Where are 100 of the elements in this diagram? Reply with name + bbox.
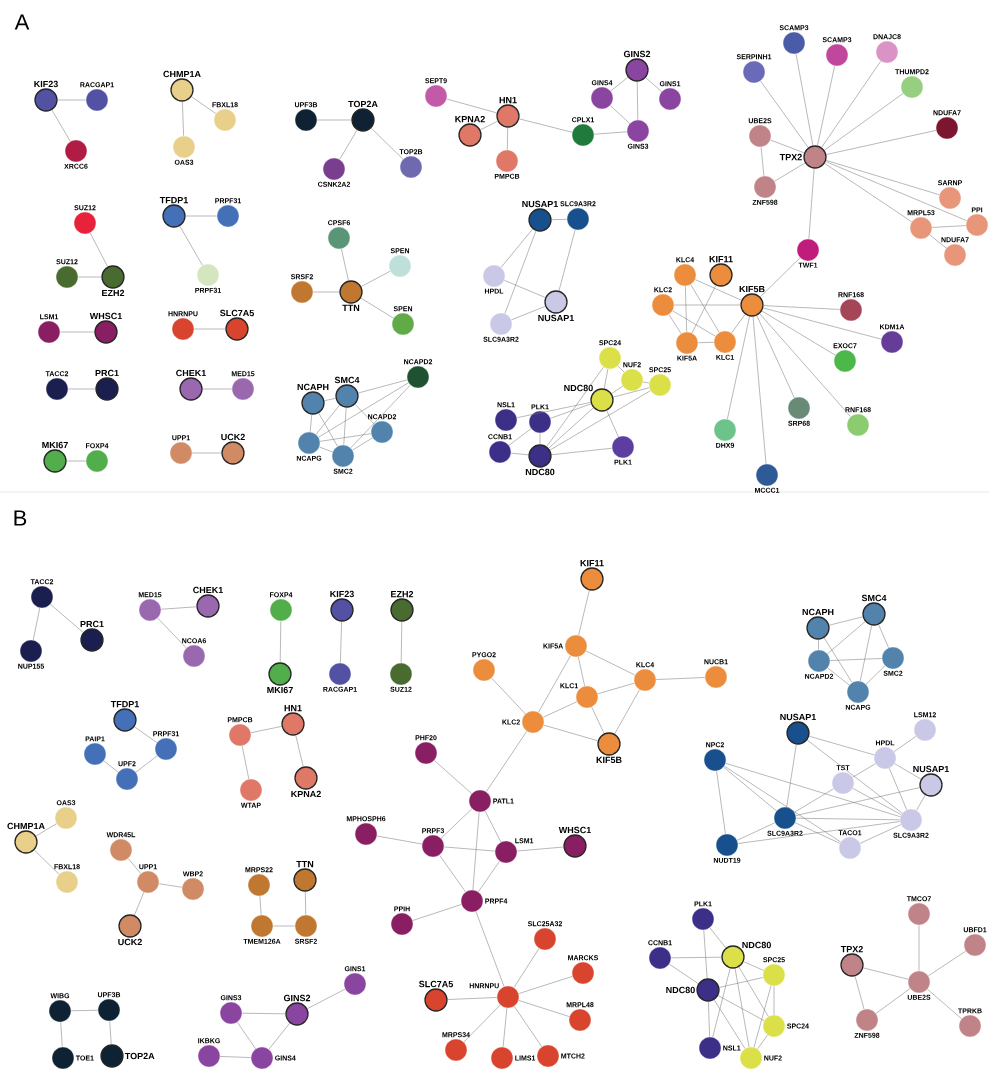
gene-label: SMC4 bbox=[334, 376, 360, 384]
network-edge bbox=[70, 1010, 99, 1012]
network-edge bbox=[371, 127, 404, 160]
gene-label: TOP2A bbox=[124, 1052, 155, 1060]
network-edge bbox=[795, 817, 901, 821]
network-edge bbox=[852, 763, 876, 778]
network-edge bbox=[508, 428, 532, 446]
network-edge bbox=[89, 232, 108, 267]
network-edge bbox=[312, 291, 340, 293]
network-edge bbox=[827, 621, 866, 654]
network-edge bbox=[484, 810, 502, 843]
network-edge bbox=[825, 160, 940, 195]
network-edge bbox=[193, 328, 226, 330]
gene-label: PRC1 bbox=[95, 369, 119, 377]
network-edge bbox=[808, 736, 875, 756]
network-edge bbox=[259, 895, 262, 916]
network-edge bbox=[770, 139, 805, 154]
network-edge bbox=[821, 61, 881, 148]
gene-label: TOP2A bbox=[348, 100, 378, 108]
network-edge bbox=[316, 119, 352, 121]
network-edge bbox=[352, 437, 373, 451]
network-edge bbox=[760, 80, 809, 148]
network-edge bbox=[514, 1006, 542, 1047]
network-edge bbox=[611, 385, 623, 394]
network-edge bbox=[157, 617, 187, 649]
network-edge bbox=[237, 1022, 256, 1050]
network-edge bbox=[182, 101, 184, 137]
network-edge bbox=[852, 788, 902, 815]
network-edge bbox=[591, 706, 605, 734]
network-edge bbox=[826, 130, 937, 155]
network-edge bbox=[578, 590, 590, 636]
gene-label: KIF23 bbox=[330, 590, 354, 598]
network-edge bbox=[558, 229, 576, 291]
network-edge bbox=[518, 976, 573, 994]
network-edge bbox=[753, 985, 772, 1048]
network-edge bbox=[179, 225, 203, 266]
network-edge bbox=[439, 854, 466, 893]
network-edge bbox=[731, 314, 746, 334]
network-edge bbox=[931, 225, 967, 228]
network-edge bbox=[763, 305, 841, 310]
gene-label: NCAPH bbox=[297, 383, 329, 391]
gene-label: SMC4 bbox=[861, 594, 887, 602]
network-edge bbox=[472, 811, 480, 891]
network-edge bbox=[617, 365, 625, 373]
gene-label: KIF23 bbox=[34, 80, 58, 88]
gene-label: KIF11 bbox=[580, 560, 604, 567]
network-edge bbox=[773, 985, 775, 1016]
network-edge bbox=[645, 77, 662, 92]
network-edge bbox=[34, 849, 60, 875]
gene-label: PRC1 bbox=[80, 620, 104, 628]
network-edge bbox=[613, 387, 650, 398]
network-edge bbox=[894, 763, 922, 780]
network-edge bbox=[929, 234, 947, 249]
network-edge bbox=[808, 168, 815, 240]
network-edge bbox=[513, 948, 540, 988]
network-edge bbox=[510, 452, 529, 456]
gene-label: UCK2 bbox=[118, 938, 142, 946]
gene-label: NUSAP1 bbox=[538, 314, 574, 322]
network-edge bbox=[35, 823, 57, 837]
network-edge bbox=[548, 407, 594, 449]
network-edge bbox=[714, 999, 746, 1049]
network-edge bbox=[738, 966, 769, 1017]
network-edge bbox=[539, 432, 541, 445]
network-edge bbox=[794, 788, 834, 813]
network-edge bbox=[743, 961, 764, 971]
network-edge bbox=[279, 620, 282, 663]
network-edge bbox=[669, 964, 699, 984]
network-edge bbox=[340, 621, 342, 664]
network-edge bbox=[685, 285, 687, 333]
gene-label: CHEK1 bbox=[176, 369, 206, 377]
network-edge bbox=[757, 1034, 768, 1050]
gene-label: TTN bbox=[342, 304, 360, 311]
network-edge bbox=[795, 787, 920, 816]
network-edge bbox=[67, 388, 96, 390]
network-edge bbox=[829, 658, 883, 661]
network-edge bbox=[542, 701, 578, 718]
gene-label: TFDP1 bbox=[110, 701, 139, 708]
network-edge bbox=[551, 447, 613, 455]
network-edge bbox=[824, 93, 904, 151]
gene-label: NDC80 bbox=[742, 941, 771, 949]
panel-letter: A bbox=[14, 14, 30, 30]
network-edge bbox=[827, 667, 850, 686]
network-edge bbox=[354, 404, 375, 425]
network-edge bbox=[268, 1022, 290, 1050]
network-edge bbox=[614, 689, 640, 735]
network-edge bbox=[127, 858, 142, 874]
network-edge bbox=[341, 248, 349, 281]
network-edge bbox=[491, 677, 526, 715]
network-edge bbox=[597, 682, 635, 695]
network-edge bbox=[724, 765, 841, 843]
network-edge bbox=[655, 677, 706, 680]
gene-label: NDC80 bbox=[525, 468, 555, 476]
network-edge bbox=[358, 379, 408, 394]
network-edge bbox=[593, 131, 628, 135]
network-edge bbox=[241, 1012, 286, 1015]
network-edge bbox=[875, 988, 911, 1014]
network-edge bbox=[817, 65, 835, 146]
network-edge bbox=[673, 304, 741, 306]
network-edge bbox=[50, 604, 84, 633]
network-edge bbox=[504, 230, 537, 314]
